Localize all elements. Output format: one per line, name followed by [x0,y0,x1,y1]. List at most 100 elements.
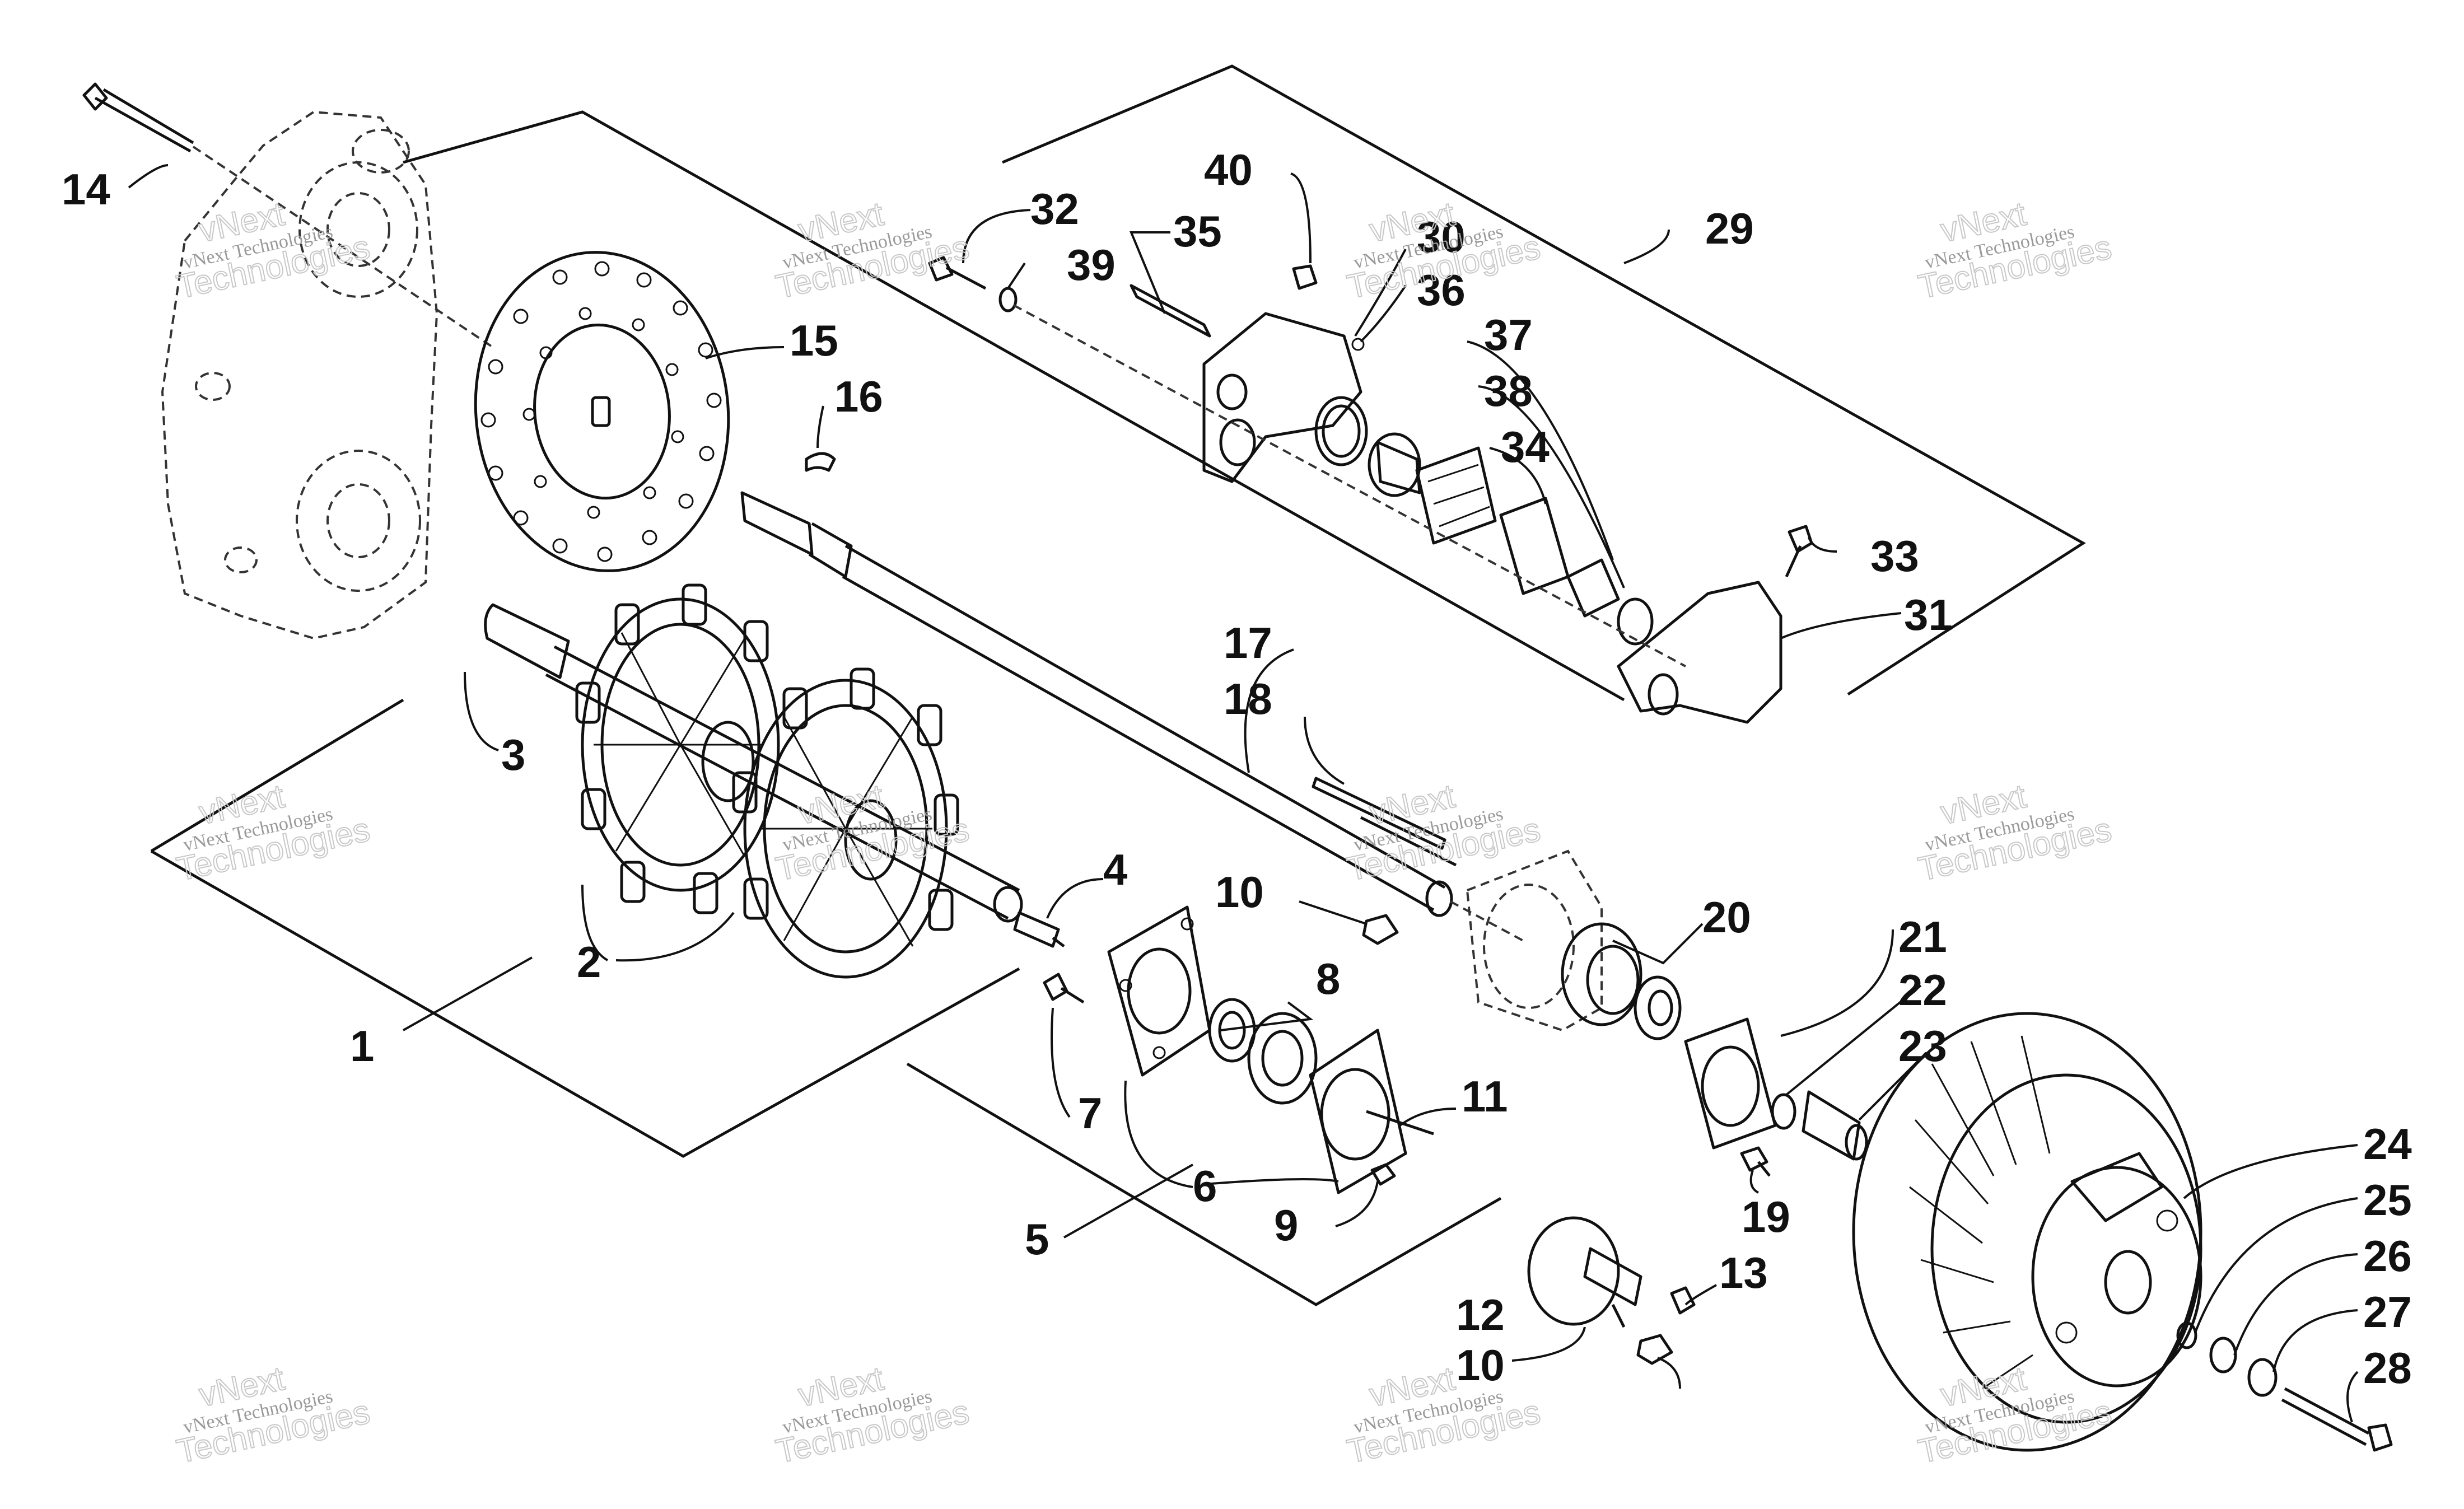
leader-lines [128,164,2359,1423]
collar-8 [1208,998,1256,1063]
key-18 [1312,777,1457,867]
washer-25 [2176,1321,2197,1349]
watermark-mr2: vNext Technologies vNext Technologies [1915,777,2116,889]
nut-10-lower [1636,1334,1673,1365]
callout-8: 8 [1316,954,1340,1003]
callout-13: 13 [1719,1248,1768,1297]
bolt-32 [928,256,987,290]
bearing-20 [1561,922,1682,1040]
watermark-tc: vNext Technologies vNext Technologies [772,194,973,306]
disc-holes [480,261,722,562]
callout-28: 28 [2363,1343,2412,1393]
callout-10-lower: 10 [1456,1340,1505,1390]
callout-18: 18 [1224,674,1272,723]
callout-27: 27 [2363,1287,2412,1337]
watermark-bc: vNext Technologies vNext Technologies [772,1359,973,1471]
callout-1: 1 [350,1021,374,1071]
bolt-28 [2281,1387,2393,1452]
seal-right [1617,597,1654,646]
oring-36 [1351,338,1365,351]
callout-11: 11 [1462,1072,1508,1121]
callout-37: 37 [1484,310,1533,359]
callout-4: 4 [1103,845,1127,894]
caliper-axis [1013,304,1686,667]
callout-23: 23 [1898,1021,1947,1071]
washer-27 [2247,1358,2278,1397]
watermark-tr2: vNext Technologies vNext Technologies [1915,194,2116,306]
gearcase-outline [161,110,438,640]
flange-21 [1684,1017,1777,1150]
flange-6b [1309,1029,1407,1194]
chaincase-plate [1466,849,1603,1032]
bolt-19 [1740,1146,1771,1177]
callout-7: 7 [1078,1088,1102,1138]
callout-29: 29 [1705,204,1754,253]
bleeder-33 [1785,525,1813,578]
callout-36: 36 [1417,265,1466,315]
callout-17: 17 [1224,618,1272,667]
watermark-br1: vNext Technologies vNext Technologies [1343,1359,1544,1471]
callout-19: 19 [1742,1192,1790,1241]
caliper-housing-31 [1617,581,1782,724]
callout-25: 25 [2363,1175,2412,1225]
watermark-tr1: vNext Technologies vNext Technologies [1343,194,1544,306]
callout-35: 35 [1173,207,1222,256]
frame-brake [403,110,1625,702]
piston-seal-37 [1314,396,1368,466]
bearing-cap-12 [1527,1216,1642,1328]
nut-10-upper [1362,914,1399,945]
stud-11 [1366,1110,1434,1136]
drive-sprocket-2a [575,583,780,914]
watermark-br2: vNext Technologies vNext Technologies [1915,1359,2116,1471]
watermarks: vNext Technologies vNext Technologies vN… [173,194,2116,1471]
frame-group-29 [1002,64,2086,696]
callout-12: 12 [1456,1290,1505,1339]
callout-39: 39 [1067,240,1116,289]
callout-22: 22 [1898,965,1947,1015]
watermark-tl: vNext Technologies vNext Technologies [173,194,374,306]
brake-disc-15 [474,251,730,572]
callout-10-upper: 10 [1215,867,1264,917]
watermark-mc: vNext Technologies vNext Technologies [772,777,973,889]
flange-6a [1107,905,1211,1077]
driven-clutch-24 [1852,1012,2202,1452]
jackshaft-17 [740,491,1524,942]
bleeder-40 [1292,264,1318,290]
callout-26: 26 [2363,1231,2412,1281]
callout-9: 9 [1274,1200,1298,1250]
washer-39 [998,287,1018,312]
speedo-drive-4 [1013,911,1065,948]
callout-15: 15 [790,316,838,365]
callout-31: 31 [1904,590,1953,639]
washer-22 [1771,1093,1796,1130]
sprocket-teeth-b [732,667,959,931]
callout-34: 34 [1501,422,1550,471]
brake-pad-34b [1499,497,1570,595]
callout-3: 3 [501,730,525,779]
callout-30: 30 [1417,212,1466,261]
frame-group-1 [150,698,404,853]
callout-6: 6 [1193,1161,1217,1211]
callout-5: 5 [1025,1214,1049,1264]
callout-33: 33 [1870,531,1919,581]
piston-right [1566,558,1620,618]
drive-shaft-3 [484,603,1023,923]
callout-32: 32 [1030,184,1079,233]
drive-sprocket-2b [732,667,959,979]
watermark-bl: vNext Technologies vNext Technologies [173,1359,374,1471]
callout-21: 21 [1898,912,1947,961]
pin-35 [1130,284,1211,338]
frame-group-5 [906,1062,1502,1306]
callout-labels: 1 2 3 4 5 6 7 8 9 10 10 11 12 13 14 15 1… [62,145,2412,1393]
fitting-13 [1670,1286,1696,1315]
nut-9 [1370,1163,1396,1186]
callout-20: 20 [1702,893,1751,942]
callout-14: 14 [62,165,110,214]
washer-26 [2209,1337,2237,1373]
callout-40: 40 [1204,145,1253,194]
callout-16: 16 [834,372,883,421]
frame-group-1b [150,849,1020,1158]
caliper-housing [1202,312,1362,483]
spacer-23 [1802,1090,1868,1161]
sprocket-teeth-a [575,583,769,914]
